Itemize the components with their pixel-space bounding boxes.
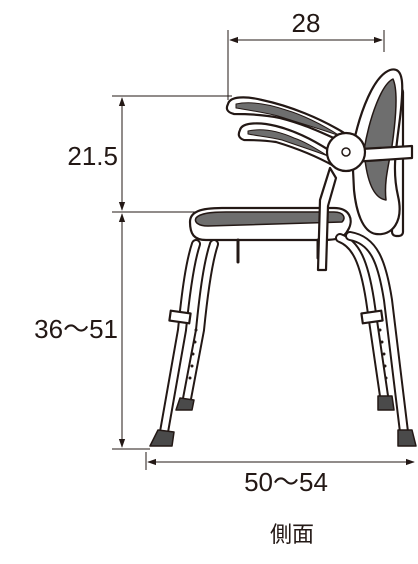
front-leg [149, 239, 219, 447]
lower-armrest [237, 122, 340, 168]
depth-label: 50～54 [244, 467, 328, 497]
dimension-arm-height: 21.5 [67, 95, 232, 211]
dimension-seat-height: 36～51 [34, 211, 196, 450]
chair-illustration [149, 68, 417, 447]
arm-height-label: 21.5 [67, 141, 118, 171]
rear-leg [335, 231, 417, 447]
seat-height-label: 36～51 [34, 314, 118, 344]
dimension-armrest-width: 28 [227, 8, 385, 100]
view-caption: 側面 [270, 523, 314, 548]
seat [188, 206, 352, 264]
armrest-width-label: 28 [292, 8, 321, 38]
pivot-hub [325, 131, 367, 173]
dimension-depth: 50～54 [145, 452, 415, 497]
